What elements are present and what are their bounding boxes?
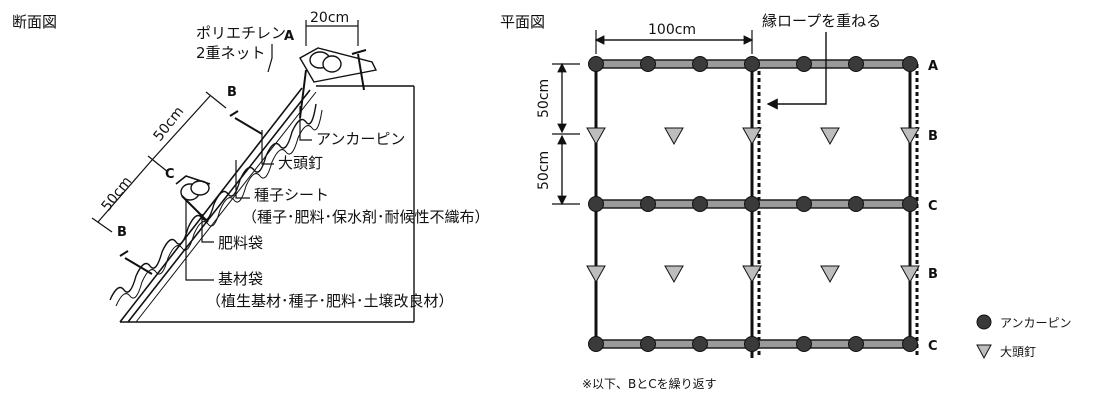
label-base-bag: 基材袋 (218, 270, 263, 288)
anchor-pin-icon (902, 56, 918, 72)
dim-width (594, 30, 754, 54)
row-labels: A B C B C (928, 59, 938, 354)
anchor-pin-icon (796, 196, 812, 212)
anchor-pin-icon (744, 336, 760, 352)
dim-lower (91, 159, 153, 233)
double-net (109, 103, 317, 301)
nail-upper (229, 110, 263, 135)
large-nail-icon (664, 127, 684, 146)
cross-section: 断面図 (12, 10, 490, 323)
label-fertilizer-bag: 肥料袋 (218, 234, 263, 252)
label-net-line2: 2重ネット (196, 44, 266, 62)
dim-width-label: 100cm (648, 22, 696, 38)
label-seed-sheet: 種子シート (254, 186, 329, 204)
dim-upper (147, 91, 227, 173)
large-nail-icon (742, 265, 762, 284)
overlap-arrow (766, 32, 827, 110)
anchor-pin-icon (744, 56, 760, 72)
anchor-pin-icon (848, 56, 864, 72)
dim-vertical (552, 62, 580, 206)
legend-large-nail-label: 大頭釘 (1000, 344, 1036, 359)
plan-view-title: 平面図 (500, 13, 545, 31)
anchor-pin-icon (902, 196, 918, 212)
top-rope (299, 47, 378, 119)
anchor-pin-icon (848, 196, 864, 212)
row-label: B (928, 129, 938, 144)
large-nail-icon (900, 127, 920, 146)
dim-top-label: 20cm (310, 10, 349, 26)
legend-large-nail-icon (976, 344, 992, 360)
nail-lower (119, 250, 153, 275)
plan-view: 平面図 100cm 50cm 50cm 縁ロープを重ねる A B C B C (500, 12, 1072, 391)
large-nail-icon (586, 265, 606, 284)
anchor-pin-icon (692, 336, 708, 352)
cross-section-title: 断面図 (12, 13, 57, 31)
row-label: C (928, 339, 938, 354)
point-c: C (165, 167, 175, 182)
label-seed-sheet-detail: （種子･肥料･保水剤･耐候性不織布） (242, 208, 490, 226)
anchor-pin-icon (848, 336, 864, 352)
legend-anchor-pin-label: アンカーピン (1000, 316, 1072, 330)
large-nail-icon (820, 127, 840, 146)
label-net-line1: ポリエチレン (196, 24, 286, 42)
overlap-label: 縁ロープを重ねる (762, 12, 881, 30)
legend: アンカーピン 大頭釘 (976, 314, 1072, 360)
large-nail-icon (586, 127, 606, 146)
dim-upper-label: 50cm (151, 104, 188, 145)
row-label: C (928, 199, 938, 214)
anchor-pin-icon (796, 56, 812, 72)
large-nail-icon (742, 127, 762, 146)
dim-upper-label-plan: 50cm (536, 79, 552, 118)
anchor-pin-icon (588, 196, 604, 212)
row-label: A (928, 59, 938, 74)
anchor-pin-icon (692, 196, 708, 212)
anchor-pin-icon (640, 336, 656, 352)
slope-layers (119, 85, 415, 323)
point-b-lower: B (117, 225, 127, 240)
plan-note: ※以下、BとCを繰り返す (582, 377, 717, 391)
point-b-upper: B (227, 85, 237, 100)
anchor-pin-icon (588, 56, 604, 72)
label-anchor-pin: アンカーピン (316, 130, 405, 148)
anchor-pin-icon (640, 56, 656, 72)
row-label: B (928, 267, 938, 282)
label-large-nail: 大頭釘 (278, 154, 323, 172)
legend-anchor-pin-icon (976, 314, 992, 330)
anchor-pin-icon (640, 196, 656, 212)
anchor-pin-icon (796, 336, 812, 352)
dim-top (305, 20, 359, 46)
anchor-pin-icon (692, 56, 708, 72)
middle-rope (175, 175, 211, 223)
anchor-pin-icon (902, 336, 918, 352)
label-base-bag-detail: （植生基材･種子･肥料･土壌改良材） (206, 292, 454, 310)
point-a: A (284, 29, 294, 44)
large-nail-icon (664, 265, 684, 284)
anchor-pin-icon (744, 196, 760, 212)
large-nail-icon (820, 265, 840, 284)
dim-lower-label-plan: 50cm (536, 151, 552, 190)
plan-grid (586, 56, 920, 358)
anchor-pin-icon (588, 336, 604, 352)
leader-lines (185, 44, 312, 281)
dim-lower-label: 50cm (99, 174, 136, 215)
large-nail-icon (900, 265, 920, 284)
